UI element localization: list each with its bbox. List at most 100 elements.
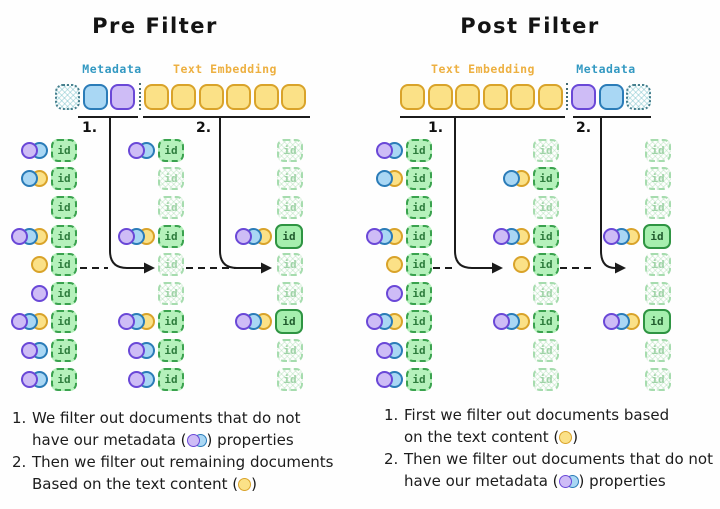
document-row: id xyxy=(464,250,559,279)
note-text: Then we filter out documents that do not xyxy=(404,450,713,468)
metadata-circles xyxy=(128,141,155,159)
purple-circle-icon xyxy=(386,284,403,302)
note-line-1: 2.Then we filter out remaining documents xyxy=(12,451,360,473)
purple-circle-icon xyxy=(493,227,510,245)
id-box-faded: id xyxy=(645,167,671,191)
id-box-faded: id xyxy=(277,167,303,191)
purple-circle-icon xyxy=(235,227,252,245)
document-row: id xyxy=(464,279,559,308)
document-row: id xyxy=(464,336,559,365)
note-text: have our metadata ( xyxy=(32,431,187,449)
id-box-normal: id xyxy=(533,310,559,334)
id-box-faded: id xyxy=(277,367,303,391)
metadata-circles xyxy=(235,313,272,331)
purple-circle-icon xyxy=(118,227,135,245)
document-row: id xyxy=(337,222,432,251)
id-box-selected: id xyxy=(643,309,671,335)
id-box-normal: id xyxy=(51,167,77,191)
purple-circle-icon xyxy=(235,313,252,331)
purple-circle-icon xyxy=(128,370,145,388)
metadata-circles xyxy=(128,341,155,359)
id-box-faded: id xyxy=(277,253,303,277)
metadata-circles xyxy=(128,370,155,388)
document-row: id xyxy=(208,336,303,365)
metadata-label: Metadata xyxy=(82,62,142,76)
note-text: on the text content ( xyxy=(404,428,560,446)
vector-box-yellow xyxy=(143,83,169,110)
id-box-selected: id xyxy=(643,223,671,249)
id-box-normal: id xyxy=(51,138,77,162)
note-text: ) properties xyxy=(578,472,666,490)
step-2-label: 2. xyxy=(576,120,592,136)
vector-box-hatched xyxy=(55,83,80,110)
note-text: First we filter out documents based xyxy=(404,406,670,424)
note-text: ) xyxy=(572,428,579,446)
purple-circle-icon xyxy=(186,434,200,447)
vector-box-yellow xyxy=(400,83,425,110)
note-line-2: Based on the text content () xyxy=(12,473,360,495)
metadata-circles xyxy=(376,341,403,359)
document-row: id xyxy=(89,165,184,194)
metadata-circles xyxy=(493,313,530,331)
metadata-circles xyxy=(118,313,155,331)
id-box-faded: id xyxy=(158,195,184,219)
pre-filter-panel: Pre Filter Metadata Text Embedding 1. 2.… xyxy=(0,14,360,495)
id-box-faded: id xyxy=(533,138,559,162)
id-box-selected: id xyxy=(275,309,303,335)
id-box-faded: id xyxy=(645,138,671,162)
vector-box-yellow xyxy=(253,83,279,110)
document-row: id xyxy=(0,165,77,194)
group-divider xyxy=(566,83,568,110)
document-row: id xyxy=(337,365,432,394)
id-box-normal: id xyxy=(406,167,432,191)
yellow-circle-icon xyxy=(513,256,530,274)
metadata-circles xyxy=(376,141,403,159)
document-row: id xyxy=(576,336,671,365)
note-number: 1. xyxy=(12,409,27,427)
id-box-normal: id xyxy=(51,253,77,277)
document-row: id xyxy=(576,279,671,308)
purple-circle-icon xyxy=(11,313,28,331)
document-row: id xyxy=(89,250,184,279)
purple-circle-icon xyxy=(21,141,38,159)
document-row: id xyxy=(464,365,559,394)
id-box-normal: id xyxy=(158,310,184,334)
metadata-circles xyxy=(503,170,530,188)
document-row: id xyxy=(337,165,432,194)
id-box-normal: id xyxy=(51,195,77,219)
metadata-circles xyxy=(21,370,48,388)
document-row: id xyxy=(337,336,432,365)
note-number: 2. xyxy=(12,453,27,471)
purple-circle-icon xyxy=(366,227,383,245)
document-row: id xyxy=(208,193,303,222)
yellow-circle-icon xyxy=(31,256,48,274)
step-2-label: 2. xyxy=(196,120,212,136)
document-row: id xyxy=(576,365,671,394)
vector-box-yellow xyxy=(482,83,508,110)
document-row: id xyxy=(0,222,77,251)
vector-box-yellow xyxy=(510,83,535,110)
vector-box-yellow xyxy=(537,83,563,110)
document-row: id xyxy=(0,250,77,279)
note-line-2: on the text content () xyxy=(384,426,720,448)
purple-circle-icon xyxy=(118,313,135,331)
note-line-1: 1.First we filter out documents based xyxy=(384,404,720,426)
id-box-faded: id xyxy=(277,195,303,219)
vector-boxes-row xyxy=(55,83,309,110)
id-box-faded: id xyxy=(645,281,671,305)
id-box-normal: id xyxy=(406,338,432,362)
vector-box-yellow xyxy=(171,83,196,110)
group-divider xyxy=(138,83,141,110)
note-text: Based on the text content ( xyxy=(32,475,239,493)
purple-circle-icon xyxy=(21,341,38,359)
metadata-circles xyxy=(31,256,48,274)
metadata-label: Metadata xyxy=(576,62,636,76)
metadata-circles xyxy=(21,341,48,359)
